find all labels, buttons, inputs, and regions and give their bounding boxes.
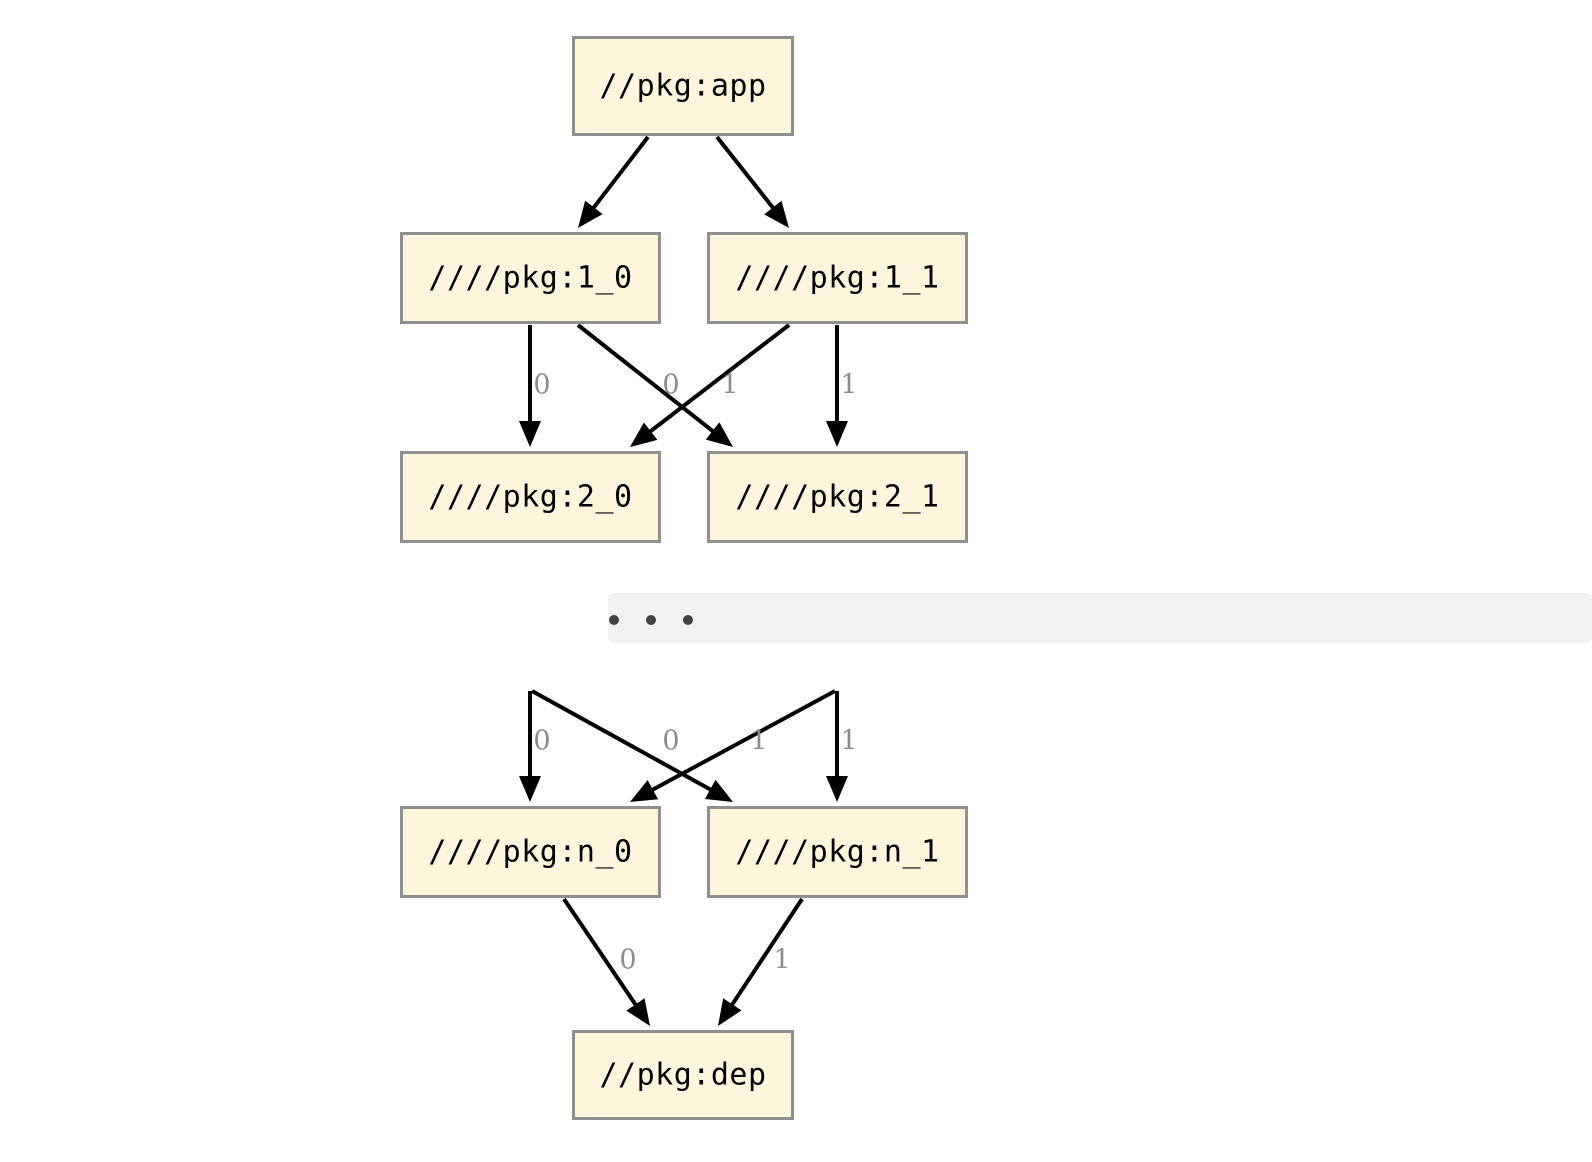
edge-label-e-n_1-dep: 1 (773, 945, 790, 976)
node-n1_1[interactable]: ////pkg:1_1 (707, 232, 968, 324)
node-dep[interactable]: //pkg:dep (572, 1030, 794, 1120)
node-label-dep: //pkg:dep (599, 1058, 766, 1093)
ellipsis-dot-1 (646, 615, 656, 625)
edge-label-e-1_1-2_1: 1 (840, 370, 857, 401)
edge-label-e-x-n_0: 0 (533, 726, 550, 757)
node-n2_0[interactable]: ////pkg:2_0 (400, 451, 661, 543)
node-nn_1[interactable]: ////pkg:n_1 (707, 806, 968, 898)
edge-label-e-x-n_1a: 0 (662, 726, 679, 757)
node-box-n1_1[interactable] (707, 232, 968, 324)
ellipsis-band (608, 593, 1592, 643)
ellipsis-layer (608, 593, 1592, 643)
node-label-nn_0: ////pkg:n_0 (428, 835, 632, 870)
edge-arrowhead-e-x-n_0 (519, 776, 541, 802)
edge-arrowhead-e-n_0-dep (626, 998, 650, 1026)
node-label-nn_1: ////pkg:n_1 (735, 835, 939, 870)
node-n1_0[interactable]: ////pkg:1_0 (400, 232, 661, 324)
node-box-n2_0[interactable] (400, 451, 661, 543)
edge-label-e-1_1-2_0: 1 (721, 370, 738, 401)
edges-layer: 0 0 1 1 0 0 1 1 0 1 (519, 135, 858, 1026)
edge-arrowhead-e-1_0-2_1 (705, 422, 733, 447)
edge-line-e-1_1-2_0 (646, 323, 791, 436)
node-box-n2_1[interactable] (707, 451, 968, 543)
edge-line-e-app-1_1 (715, 135, 777, 212)
node-label-n1_0: ////pkg:1_0 (428, 261, 632, 296)
node-nn_0[interactable]: ////pkg:n_0 (400, 806, 661, 898)
edge-label-e-1_0-2_0: 0 (533, 370, 550, 401)
edge-line-e-1_0-2_1 (576, 323, 717, 435)
edge-label-e-n_0-dep: 0 (619, 945, 636, 976)
edge-line-e-y-n_0 (648, 689, 836, 794)
edge-label-e-y-n_0: 1 (750, 726, 767, 757)
edge-label-e-1_0-2_1: 0 (662, 370, 679, 401)
node-label-n1_1: ////pkg:1_1 (735, 261, 939, 296)
node-box-app[interactable] (572, 36, 794, 136)
ellipsis-dot-0 (609, 615, 619, 625)
edge-arrowhead-e-y-n_1b (826, 776, 848, 802)
ellipsis-dot-2 (683, 615, 693, 625)
edge-arrowhead-e-y-n_0 (630, 779, 659, 802)
node-label-n2_1: ////pkg:2_1 (735, 480, 939, 515)
edge-line-e-n_0-dep (562, 897, 640, 1009)
node-app[interactable]: //pkg:app (572, 36, 794, 136)
nodes-layer: //pkg:app ////pkg:1_0 ////pkg:1_1 ////pkg:2… (400, 36, 968, 1120)
node-label-n2_0: ////pkg:2_0 (428, 480, 632, 515)
node-label-app: //pkg:app (599, 69, 766, 104)
edge-arrowhead-e-app-1_0 (578, 200, 603, 228)
edge-arrowhead-e-1_0-2_0 (519, 421, 541, 447)
node-box-nn_1[interactable] (707, 806, 968, 898)
node-box-n1_0[interactable] (400, 232, 661, 324)
edge-line-e-x-n_1a (531, 689, 715, 794)
node-box-dep[interactable] (572, 1030, 794, 1120)
edge-arrowhead-e-1_1-2_0 (630, 422, 658, 447)
edge-arrowhead-e-1_1-2_1 (826, 421, 848, 447)
edge-label-e-y-n_1b: 1 (840, 726, 857, 757)
edge-arrowhead-e-n_1-dep (718, 998, 742, 1026)
node-n2_1[interactable]: ////pkg:2_1 (707, 451, 968, 543)
edge-arrowhead-e-app-1_1 (764, 200, 789, 228)
edge-arrowhead-e-x-n_1a (704, 779, 733, 802)
node-box-nn_0[interactable] (400, 806, 661, 898)
edge-line-e-n_1-dep (728, 897, 804, 1009)
edge-line-e-app-1_0 (589, 135, 650, 212)
